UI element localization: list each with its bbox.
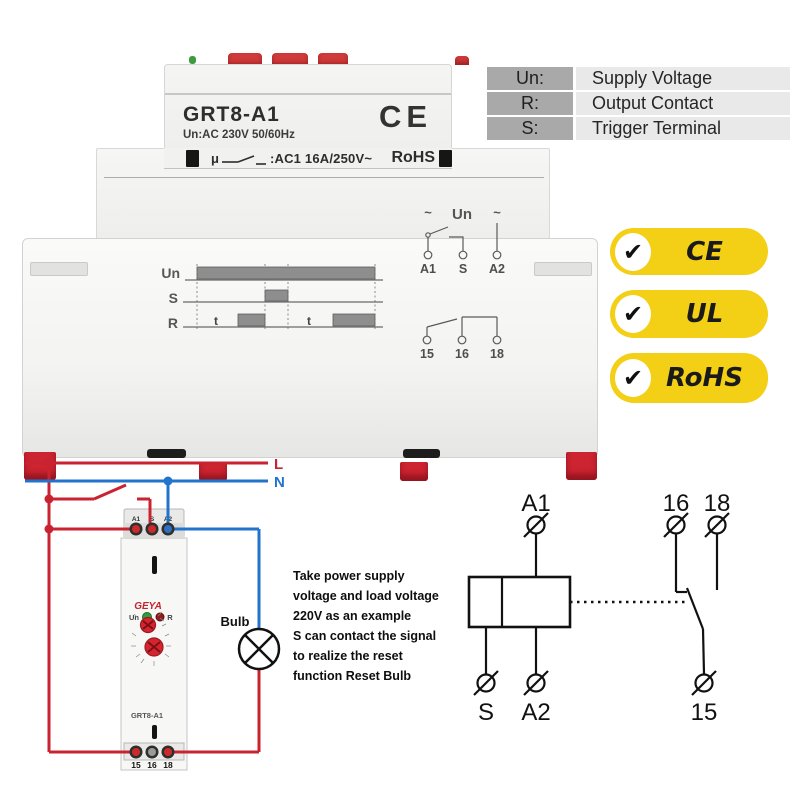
schematic-18: 18 [704,490,731,517]
schematic-16: 16 [663,490,690,517]
timing-pulse-r2 [332,313,376,327]
contact-symbol-icon [221,155,266,165]
timing-label-r: R [168,315,178,331]
spec-strip: μ :AC1 16A/250V~ RoHS [164,148,452,169]
legend-value: Output Contact [576,92,790,115]
schematic-15: 15 [691,699,718,726]
badge-label: UL [685,299,724,329]
module-15: 15 [131,760,141,770]
tilde-left: ~ [424,205,432,220]
timing-pulse-s [264,289,289,302]
model-name: GRT8-A1 [183,103,280,126]
module-16: 16 [147,760,157,770]
strip-mark-left [186,149,199,167]
line-l-label: L [274,456,283,473]
timing-t2: t [307,314,311,328]
print-a1: A1 [420,262,436,276]
terminal-schematic-print: ~ Un ~ A1 S A2 [420,205,505,361]
note-line: 220V as an example [293,609,412,623]
bottom-slot [403,449,440,458]
note-line: to realize the reset [293,649,403,663]
module-model: GRT8-A1 [131,711,163,720]
checkmark-icon: ✔ [615,295,651,333]
module-led-r-label: R [167,613,173,622]
legend-key: Un: [487,67,573,90]
rohs-mark: RoHS [391,149,435,166]
mu-symbol: μ [211,150,219,166]
junction-dots [44,458,54,534]
module-brand: GEYA [134,601,162,612]
neutral-wires [25,479,268,629]
un-label: Un [452,206,472,223]
supply-rating: Un:AC 230V 50/60Hz [183,129,295,141]
note-line: function Reset Bulb [293,669,412,683]
indicator-dot [189,56,196,64]
ce-logo: CE [379,99,433,134]
badge-ce: ✔ CE [610,228,768,275]
timing-bar-un [196,266,376,280]
module-terminals [129,522,175,759]
terminal-screw-top [455,56,469,65]
terminal-screw-top [228,53,262,66]
timing-label-s: S [169,290,178,306]
legend-value: Trigger Terminal [576,117,790,140]
checkmark-icon: ✔ [615,232,651,271]
din-clip [400,462,428,481]
legend-key: R: [487,92,573,115]
wiring-note: Take power supply voltage and load volta… [293,566,439,686]
timing-t1: t [214,314,218,328]
cover-seam [165,93,451,95]
junction-dot-n [163,476,173,486]
badge-rohs: ✔ RoHS [610,353,768,403]
print-s: S [459,262,467,276]
note-line: Take power supply [293,569,405,583]
legend-row: R: Output Contact [487,92,790,115]
timing-diagram: Un S R t t [161,264,383,331]
module-led-un-label: Un [129,613,139,622]
wiring-module: A1 S A2 GEYA Un R GRT8 [120,508,188,771]
strip-mark-right [439,149,452,167]
led-red [155,612,165,622]
note-line: S can contact the signal [293,629,437,643]
schematic-s: S [478,699,494,726]
line-n-label: N [274,474,285,491]
print-16: 16 [455,347,469,361]
legend-value: Supply Voltage [576,67,790,90]
print-a2: A2 [489,262,505,276]
legend-table: Un: Supply Voltage R: Output Contact S: … [487,67,790,142]
wiring-diagram: A1 S A2 GEYA Un R GRT8 [25,456,285,771]
din-clip [199,462,227,481]
legend-key: S: [487,117,573,140]
legend-row: S: Trigger Terminal [487,117,790,140]
terminal-screw-top [318,53,348,66]
din-clip [566,452,597,480]
bottom-slot [147,449,186,458]
module-s: S [150,516,155,523]
badge-ul: ✔ UL [610,290,768,338]
checkmark-icon: ✔ [615,359,651,397]
bulb-label: Bulb [221,614,250,629]
badge-label: RoHS [665,363,744,393]
module-a1: A1 [132,516,141,523]
terminal-screw-top [272,53,308,66]
module-18: 18 [163,760,173,770]
schematic-a2: A2 [521,699,550,726]
print-15: 15 [420,347,434,361]
timing-label-un: Un [161,265,180,281]
bulb-symbol [237,627,281,671]
schematic-a1: A1 [521,490,550,517]
side-terminal-right [534,262,592,276]
note-line: voltage and load voltage [293,589,439,603]
live-wires [25,461,268,754]
tilde-right: ~ [493,205,501,220]
timing-pulse-r1 [237,313,266,327]
device-label-plate: GRT8-A1 Un:AC 230V 50/60Hz CE [164,64,452,148]
legend-row: Un: Supply Voltage [487,67,790,90]
print-18: 18 [490,347,504,361]
side-terminal-left [30,262,88,276]
contact-rating: :AC1 16A/250V~ [269,150,373,166]
relay-schematic: A1 16 18 S A2 15 [467,490,731,726]
badge-label: CE [686,236,723,267]
device-seam-line [104,177,544,178]
